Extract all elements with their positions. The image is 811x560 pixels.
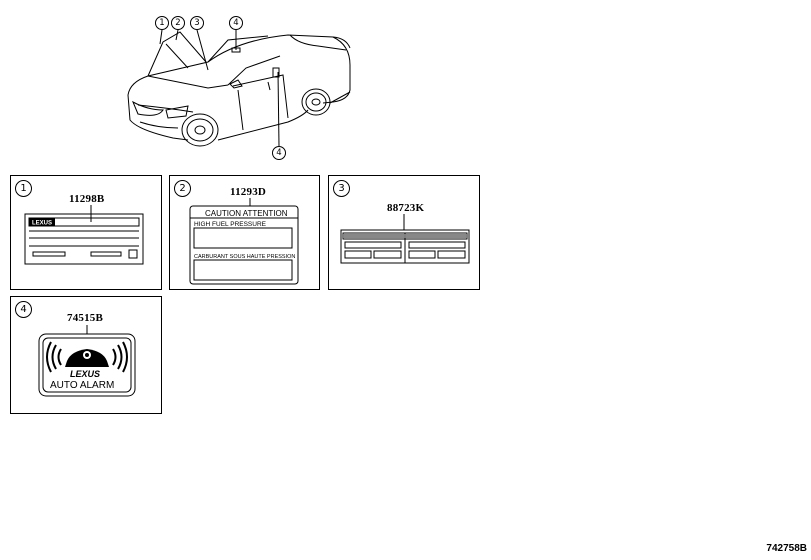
callout-4-bottom-label: 4: [276, 148, 282, 158]
label-11293D-drawing: CAUTION ATTENTION HIGH FUEL PRESSURE CAR…: [189, 198, 299, 285]
label-88723K-drawing: [340, 214, 470, 264]
auto-alarm-label-drawing: LEXUS AUTO ALARM: [38, 325, 136, 397]
part-number: 88723K: [387, 202, 425, 214]
callout-1: 1: [155, 16, 169, 30]
callout-2-label: 2: [175, 18, 181, 28]
part-number: 11293D: [230, 186, 267, 198]
auto-alarm-text: AUTO ALARM: [50, 380, 114, 391]
callout-4-top: 4: [229, 16, 243, 30]
panel-number: 4: [15, 301, 32, 318]
panel-1: 1 11298B LEXUS: [10, 175, 162, 290]
alarm-car-icon: [46, 341, 128, 373]
label-11298B-drawing: LEXUS: [24, 205, 144, 265]
panel-3: 3 88723K: [328, 175, 480, 290]
callout-3: 3: [190, 16, 204, 30]
caution-heading: CAUTION ATTENTION: [205, 209, 288, 218]
callout-3-label: 3: [194, 18, 200, 28]
car-illustration: [127, 29, 351, 147]
drawing-code: 742758B: [766, 543, 807, 554]
panel-2: 2 11293D CAUTION ATTENTION HIGH FUEL PRE…: [169, 175, 320, 290]
panel-number: 1: [15, 180, 32, 197]
part-number: 11298B: [69, 193, 105, 205]
callout-4-bottom: 4: [272, 146, 286, 160]
part-number: 74515B: [67, 312, 104, 324]
panel-number: 3: [333, 180, 350, 197]
lexus-mini-logo: LEXUS: [32, 221, 52, 227]
carburant-line: CARBURANT SOUS HAUTE PRESSION: [194, 254, 295, 260]
panel-4: 4 74515B LEXUS AUTO ALARM: [10, 296, 162, 414]
callout-1-label: 1: [159, 18, 165, 28]
lexus-logo: LEXUS: [70, 369, 100, 379]
callout-4-top-label: 4: [233, 18, 239, 28]
panel-number: 2: [174, 180, 191, 197]
callout-2: 2: [171, 16, 185, 30]
fuel-pressure-line: HIGH FUEL PRESSURE: [194, 221, 267, 228]
